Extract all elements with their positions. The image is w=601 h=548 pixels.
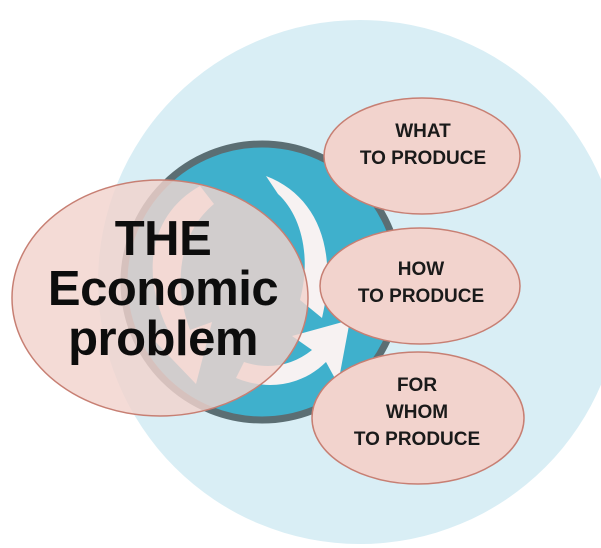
question-how-line-1: HOW [397, 259, 445, 280]
question-what-line-2: TO PRODUCE [359, 148, 487, 169]
question-oval-for-whom [311, 351, 525, 485]
question-how-label: HOW TO PRODUCE [326, 256, 516, 310]
question-what-label: WHAT TO PRODUCE [330, 118, 516, 172]
main-title-ellipse [11, 179, 309, 417]
question-oval-what [323, 97, 521, 215]
question-for-whom-line-2: WHOM [385, 402, 449, 423]
question-for-whom-line-1: FOR [396, 375, 438, 396]
main-title-line-1: THE [114, 212, 212, 266]
cycle-arrow-right-icon [266, 176, 328, 318]
question-oval-how [319, 227, 521, 345]
question-how-line-2: TO PRODUCE [357, 286, 485, 307]
main-title-line-3: problem [68, 312, 258, 366]
main-title: THE Economic problem [22, 214, 304, 364]
question-for-whom-label: FOR WHOM TO PRODUCE [318, 372, 516, 453]
question-what-line-1: WHAT [395, 121, 451, 142]
question-for-whom-line-3: TO PRODUCE [353, 429, 481, 450]
main-title-line-2: Economic [47, 262, 279, 316]
